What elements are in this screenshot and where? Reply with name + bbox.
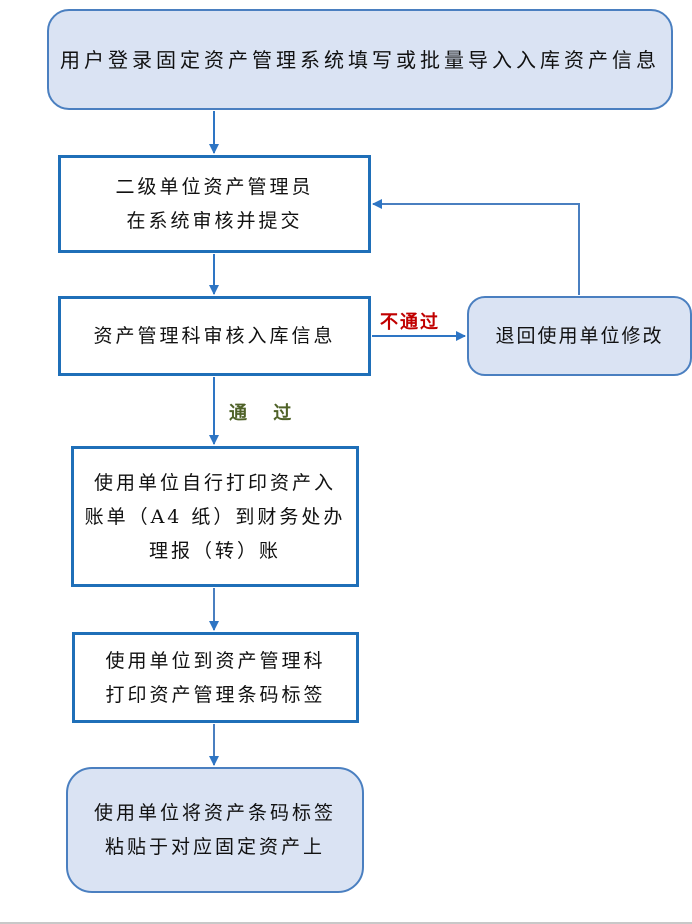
node-text: 使用单位到资产管理科 xyxy=(105,649,326,672)
node-text: 资产管理科审核入库信息 xyxy=(93,325,336,347)
node-text: 粘贴于对应固定资产上 xyxy=(104,836,325,858)
node-text: 理报（转）账 xyxy=(148,539,281,562)
node-asset-dept-review: 资产管理科审核入库信息 xyxy=(58,296,371,376)
edge-label-pass: 通 过 xyxy=(229,403,302,424)
node-text: 在系统审核并提交 xyxy=(126,210,303,232)
node-login-input: 用户登录固定资产管理系统填写或批量导入入库资产信息 xyxy=(47,9,673,110)
node-text: 二级单位资产管理员 xyxy=(115,176,314,198)
node-text: 打印资产管理条码标签 xyxy=(105,683,326,706)
node-secondary-review: 二级单位资产管理员 在系统审核并提交 xyxy=(58,155,371,253)
edge-label-fail: 不通过 xyxy=(380,312,440,333)
arrow-return-to-secondary xyxy=(372,199,580,295)
node-text: 使用单位将资产条码标签 xyxy=(93,802,336,824)
bottom-divider xyxy=(0,922,692,924)
node-return-modify: 退回使用单位修改 xyxy=(467,296,692,376)
node-print-voucher: 使用单位自行打印资产入 账单（A4 纸）到财务处办 理报（转）账 xyxy=(71,446,359,587)
node-text: 账单（A4 纸）到财务处办 xyxy=(84,505,346,528)
node-text: 用户登录固定资产管理系统填写或批量导入入库资产信息 xyxy=(60,47,660,72)
node-text: 使用单位自行打印资产入 xyxy=(93,471,336,494)
node-attach-label: 使用单位将资产条码标签 粘贴于对应固定资产上 xyxy=(66,767,364,893)
node-print-barcode: 使用单位到资产管理科 打印资产管理条码标签 xyxy=(72,632,359,723)
node-text: 退回使用单位修改 xyxy=(495,325,664,347)
